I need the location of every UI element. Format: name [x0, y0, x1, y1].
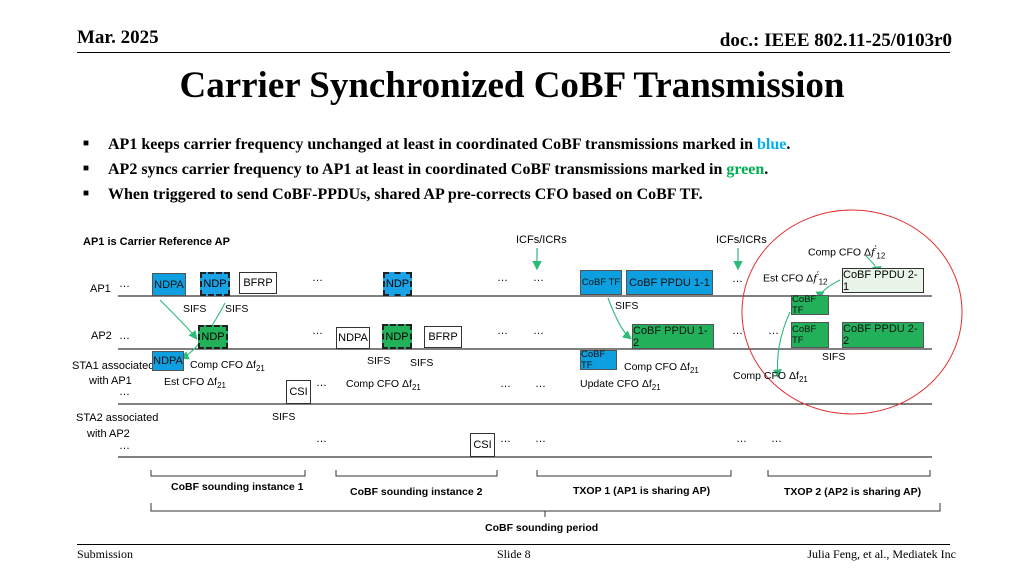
bracket-inst2: [335, 470, 498, 477]
bracket-label-txop1: TXOP 1 (AP1 is sharing AP): [573, 485, 711, 497]
ellipsis: …: [500, 433, 511, 445]
row-label-ap1: AP1: [90, 283, 111, 295]
icfs-label-2: ICFs/ICRs: [716, 234, 767, 246]
ndp-frame: NDP: [382, 324, 412, 349]
sifs-label: SIFS: [615, 300, 639, 312]
ellipsis: …: [497, 272, 508, 284]
bracket-period: [150, 503, 941, 512]
sifs-label: SIFS: [183, 303, 207, 315]
ellipsis: …: [316, 377, 327, 389]
footer-authors: Julia Feng, et al., Mediatek Inc: [807, 547, 956, 561]
ndpa-frame: NDPA: [336, 327, 370, 349]
bracket-inst1: [150, 470, 306, 477]
bracket-label-inst1: CoBF sounding instance 1: [171, 481, 304, 493]
arrow-ndpa-ndp: [159, 299, 198, 340]
bracket-label-period: CoBF sounding period: [485, 522, 599, 534]
footer-submission: Submission: [77, 547, 134, 561]
header-date: Mar. 2025: [77, 27, 159, 48]
cobf-ppdu-1-2: CoBF PPDU 1-2: [632, 324, 714, 349]
bfrp-frame: BFRP: [239, 272, 277, 294]
row-label-sta2-b: with AP2: [87, 428, 130, 440]
ellipsis: …: [535, 378, 546, 390]
arrow-comp-cfo: [772, 311, 791, 379]
ref-ap-label: AP1 is Carrier Reference AP: [83, 236, 230, 248]
ellipsis: …: [768, 325, 779, 337]
bullet-marker: [83, 165, 89, 171]
footer-slide-number: Slide 8: [497, 547, 531, 561]
ndpa-frame: NDPA: [152, 351, 184, 371]
bullet-1: AP1 keeps carrier frequency unchanged at…: [82, 136, 790, 154]
bullet-marker: [83, 140, 89, 146]
bullet-3: When triggered to send CoBF-PPDUs, share…: [82, 186, 703, 204]
ellipsis: …: [500, 378, 511, 390]
csi-frame: CSI: [470, 433, 495, 457]
ellipsis: …: [119, 440, 130, 452]
bracket-txop2: [767, 470, 931, 477]
ellipsis: …: [119, 278, 130, 290]
ellipsis: …: [535, 433, 546, 445]
row-label-sta2-a: STA2 associated: [76, 412, 159, 424]
est-cfo-note: Est CFO Δf21: [164, 376, 227, 391]
cobf-ppdu-1-1: CoBF PPDU 1-1: [626, 270, 713, 295]
bracket-label-inst2: CoBF sounding instance 2: [350, 486, 483, 498]
ellipsis: …: [119, 386, 130, 398]
header-doc-id: doc.: IEEE 802.11-25/0103r0: [719, 30, 952, 51]
ellipsis: …: [533, 272, 544, 284]
ellipsis: …: [736, 433, 747, 445]
ndpa-frame: NDPA: [152, 273, 186, 296]
est-cfo-prime-note: Est CFO Δf′12: [763, 270, 828, 287]
bfrp-frame: BFRP: [424, 326, 462, 348]
sifs-label: SIFS: [272, 411, 296, 423]
ndp-frame: NDP: [383, 272, 412, 296]
bullet-2: AP2 syncs carrier frequency to AP1 at le…: [82, 161, 768, 179]
header-divider: [77, 52, 950, 53]
arrow-tf-ppdu12: [607, 297, 632, 340]
ellipsis: …: [312, 272, 323, 284]
bullet-marker: [83, 190, 89, 196]
bracket-label-txop2: TXOP 2 (AP2 is sharing AP): [784, 486, 922, 498]
ellipsis: …: [771, 433, 782, 445]
sifs-label: SIFS: [410, 357, 434, 369]
row-label-sta1-b: with AP1: [89, 375, 132, 387]
ellipsis: …: [533, 325, 544, 337]
sifs-label: SIFS: [822, 351, 846, 363]
ndp-frame: NDP: [198, 325, 228, 349]
sifs-label: SIFS: [225, 303, 249, 315]
cobf-tf-frame: CoBF TF: [791, 322, 829, 348]
comp-cfo-prime-note: Comp CFO Δf′12: [808, 244, 886, 261]
cobf-ppdu-2-1: CoBF PPDU 2-1: [842, 268, 924, 293]
cobf-tf-frame: CoBF TF: [791, 294, 829, 316]
comp-cfo-note: Comp CFO Δf21: [733, 370, 808, 385]
cobf-ppdu-2-2: CoBF PPDU 2-2: [842, 322, 924, 348]
highlight-circle: [741, 209, 963, 415]
comp-cfo-note: Comp CFO Δf21: [346, 378, 421, 393]
sifs-label: SIFS: [367, 355, 391, 367]
ellipsis: …: [732, 273, 743, 285]
csi-frame: CSI: [286, 380, 311, 404]
ellipsis: …: [732, 325, 743, 337]
bracket-txop1: [536, 470, 732, 477]
cobf-tf-frame: CoBF TF: [580, 270, 622, 295]
ellipsis: …: [312, 325, 323, 337]
comp-cfo-note: Comp CFO Δf21: [624, 361, 699, 376]
comp-cfo-note: Comp CFO Δf21: [190, 359, 265, 374]
ellipsis: …: [119, 330, 130, 342]
footer-divider: [77, 544, 950, 545]
row-label-ap2: AP2: [91, 330, 112, 342]
icfs-label-1: ICFs/ICRs: [516, 234, 567, 246]
slide-title: Carrier Synchronized CoBF Transmission: [179, 65, 845, 106]
ellipsis: …: [497, 325, 508, 337]
update-cfo-note: Update CFO Δf21: [580, 378, 661, 393]
ellipsis: …: [316, 433, 327, 445]
row-label-sta1-a: STA1 associated: [72, 360, 155, 372]
cobf-tf-frame: CoBF TF: [580, 349, 617, 371]
ndp-frame: NDP: [200, 272, 230, 296]
